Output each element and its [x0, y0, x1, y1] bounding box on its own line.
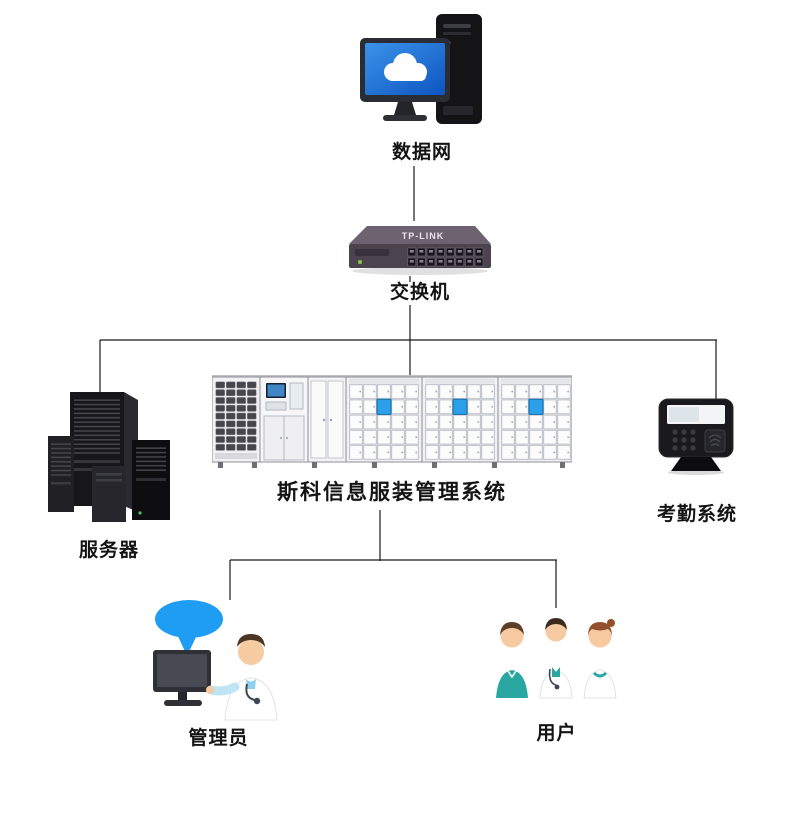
switch-node: TP-LINK 交换机 [346, 218, 494, 305]
admin-monitor [152, 650, 211, 706]
admin-person [205, 634, 278, 721]
admin-node: 管理员 [146, 594, 291, 751]
stethoscope-icon [244, 683, 255, 701]
speech-bubble-icon [154, 600, 223, 656]
attendance-terminal-icon [658, 398, 734, 475]
system-node: 斯科信息服装管理系统 [210, 374, 574, 506]
switch-label: 交换机 [385, 282, 454, 305]
locker-screen [452, 398, 468, 415]
locker-bank [345, 376, 423, 463]
user-person [539, 618, 573, 699]
user-person [583, 619, 617, 699]
switch-brand-text: TP-LINK [402, 231, 445, 241]
switch-top-face [349, 226, 491, 244]
terminal-keypad [672, 429, 696, 451]
data-network-node: 数据网 [352, 12, 492, 165]
admin-label: 管理员 [184, 728, 253, 751]
server-rack-icon [48, 392, 170, 522]
user-group-icon [496, 618, 617, 699]
locker-screen [376, 398, 392, 415]
monitor-stand [394, 102, 416, 115]
switch-ports [407, 247, 484, 267]
user-person [496, 622, 528, 698]
attendance-label: 考勤系统 [652, 504, 741, 527]
network-switch-icon: TP-LINK [349, 226, 491, 275]
locker-screen [528, 398, 544, 415]
console-cabinet [259, 376, 309, 463]
users-node: 用户 [484, 606, 629, 746]
fingerprint-sensor [704, 429, 726, 453]
desktop-computer-icon [360, 14, 482, 124]
double-door-cabinet [307, 376, 347, 463]
users-label: 用户 [532, 723, 581, 746]
cabinet-legs [218, 462, 565, 468]
cloud-icon [384, 53, 427, 81]
terminal-stand [671, 457, 721, 471]
locker-bank [497, 376, 572, 463]
admin-person-with-monitor-icon [152, 600, 278, 721]
attendance-node: 考勤系统 [642, 398, 752, 527]
drawer-cabinet [212, 376, 261, 463]
locker-cabinet-system-icon [212, 375, 572, 468]
server-label: 服务器 [74, 540, 143, 563]
locker-bank [421, 376, 499, 463]
data-network-label: 数据网 [387, 142, 456, 165]
system-label: 斯科信息服装管理系统 [273, 480, 511, 506]
server-node: 服务器 [44, 390, 174, 563]
stethoscope-icon [548, 668, 557, 686]
